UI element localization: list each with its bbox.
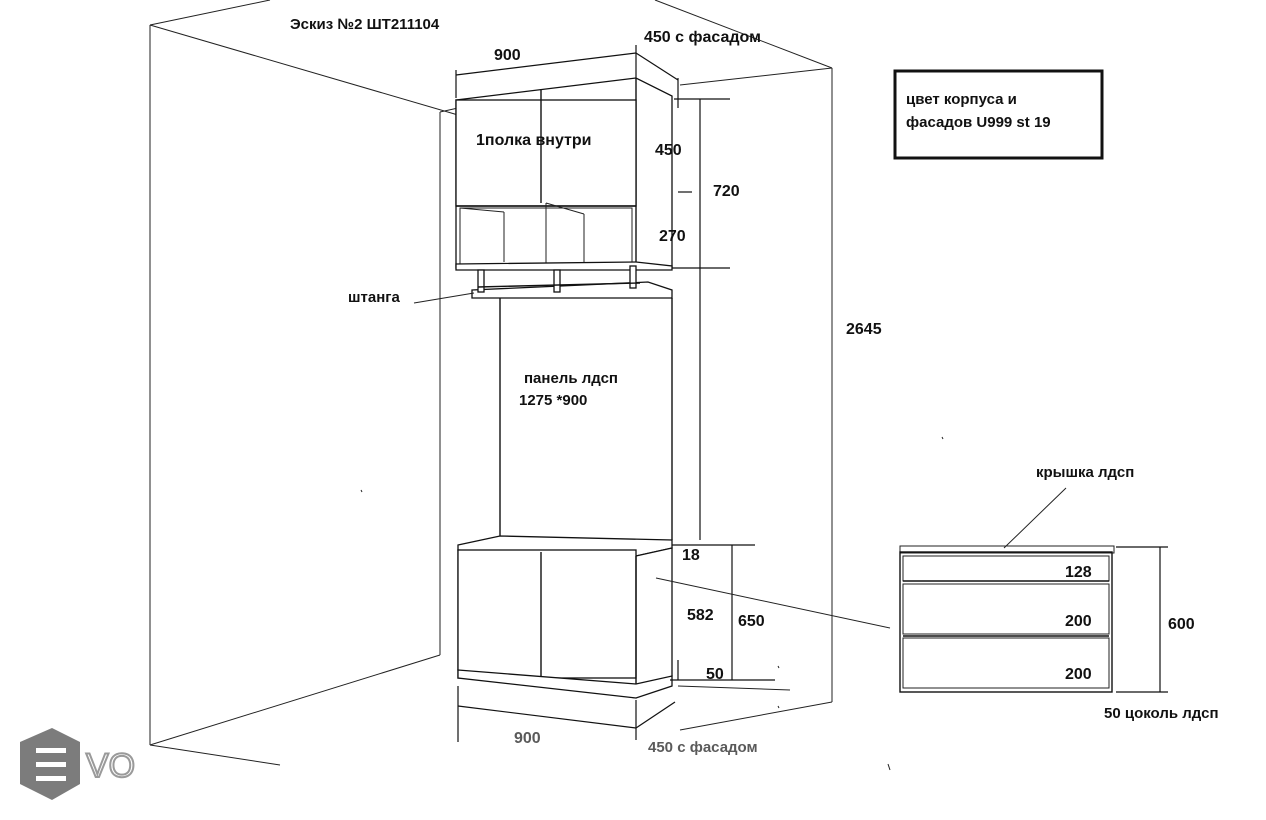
dim-top-depth: 450 с фасадом: [644, 29, 761, 46]
evo-logo: VO: [20, 728, 136, 800]
dim-plinth-height: 50: [706, 666, 724, 683]
leader-lines: [413, 292, 1067, 629]
detail-height: 600: [1168, 616, 1195, 633]
dim-top-width: 900: [494, 47, 521, 64]
detail-drawer-3: 200: [1065, 666, 1092, 683]
dimension-lines: [455, 45, 775, 742]
dim-upper-cabinet-height: 450: [655, 142, 682, 159]
detail-drawer-2: 200: [1065, 613, 1092, 630]
sketch-title: Эскиз №2 ШТ211104: [290, 16, 440, 33]
back-panel: [499, 298, 673, 540]
label-panel-line-1: панель лдсп: [524, 370, 618, 387]
dim-lower-total-height: 650: [738, 613, 765, 630]
upper-cabinet: [455, 77, 673, 271]
color-note-box: [893, 69, 1104, 160]
detail-top-label: крышка лдсп: [1036, 464, 1134, 481]
detail-plinth: 50 цоколь лдсп: [1104, 705, 1219, 722]
dim-open-section-height: 270: [659, 228, 686, 245]
note-line-1: цвет корпуса и: [906, 91, 1017, 108]
lower-cabinet: [457, 535, 673, 699]
dim-total-height: 2645: [846, 321, 882, 338]
dim-bottom-depth: 450 с фасадом: [648, 739, 758, 756]
note-line-2: фасадов U999 st 19: [906, 114, 1051, 131]
detail-drawer-1: 128: [1065, 564, 1092, 581]
logo-text: VO: [86, 747, 135, 785]
stray-marks: [360, 436, 944, 771]
dim-countertop-thickness: 18: [682, 547, 700, 564]
drawer-detail: [899, 545, 1168, 693]
room-walls: [149, 0, 833, 766]
dim-bottom-width: 900: [514, 730, 541, 747]
label-shelf-inside: 1полка внутри: [476, 132, 592, 149]
dim-upper-total-height: 720: [713, 183, 740, 200]
label-panel-line-2: 1275 *900: [519, 392, 587, 409]
dim-lower-body-height: 582: [687, 607, 714, 624]
rod-assembly: [471, 265, 673, 299]
label-rod: штанга: [348, 289, 400, 306]
